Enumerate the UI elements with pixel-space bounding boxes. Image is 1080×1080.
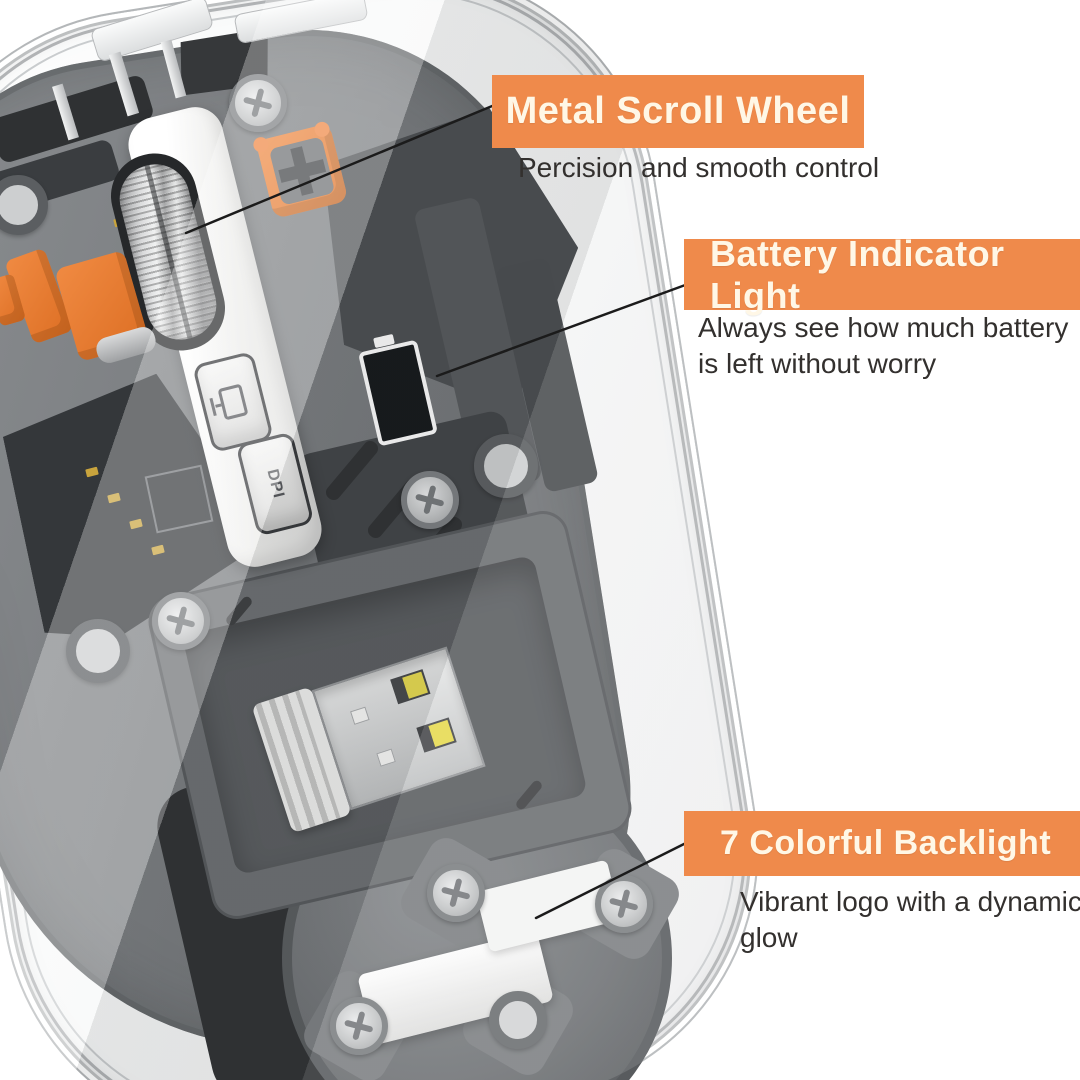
phillips-screw [401,471,459,529]
callout-backlight-title: 7 Colorful Backlight [684,811,1080,876]
phillips-screw [330,997,388,1055]
callout-backlight-desc: Vibrant logo with a dynamic glow [740,884,1080,956]
chassis-post-cap [489,991,547,1049]
monitor-icon [217,383,249,421]
chassis-post-cap [0,175,48,235]
chassis-post-cap [474,434,538,498]
callout-scroll-wheel-desc: Percision and smooth control [518,152,880,183]
callout-title-text: Metal Scroll Wheel [505,90,851,132]
chip-outline [144,464,214,534]
phillips-screw [427,864,485,922]
chassis-post-cap [66,619,130,683]
desc-line: Always see how much battery [698,312,1069,343]
callout-battery-title: Battery Indicator Light [684,233,1080,316]
dpi-button-label: DPI [263,467,288,501]
desc-line: is left without worry [698,348,937,379]
phillips-screw [595,875,653,933]
phillips-screw [152,592,210,650]
phillips-screw [229,74,287,132]
callout-battery-desc: Always see how much battery is left with… [698,310,1068,382]
desc-line: glow [740,922,798,953]
callout-scroll-wheel-title: Metal Scroll Wheel [492,75,864,148]
callout-title-text: 7 Colorful Backlight [720,824,1052,862]
desc-line: Vibrant logo with a dynamic [740,886,1080,917]
callout-title-text: Battery Indicator Light [710,232,1005,316]
